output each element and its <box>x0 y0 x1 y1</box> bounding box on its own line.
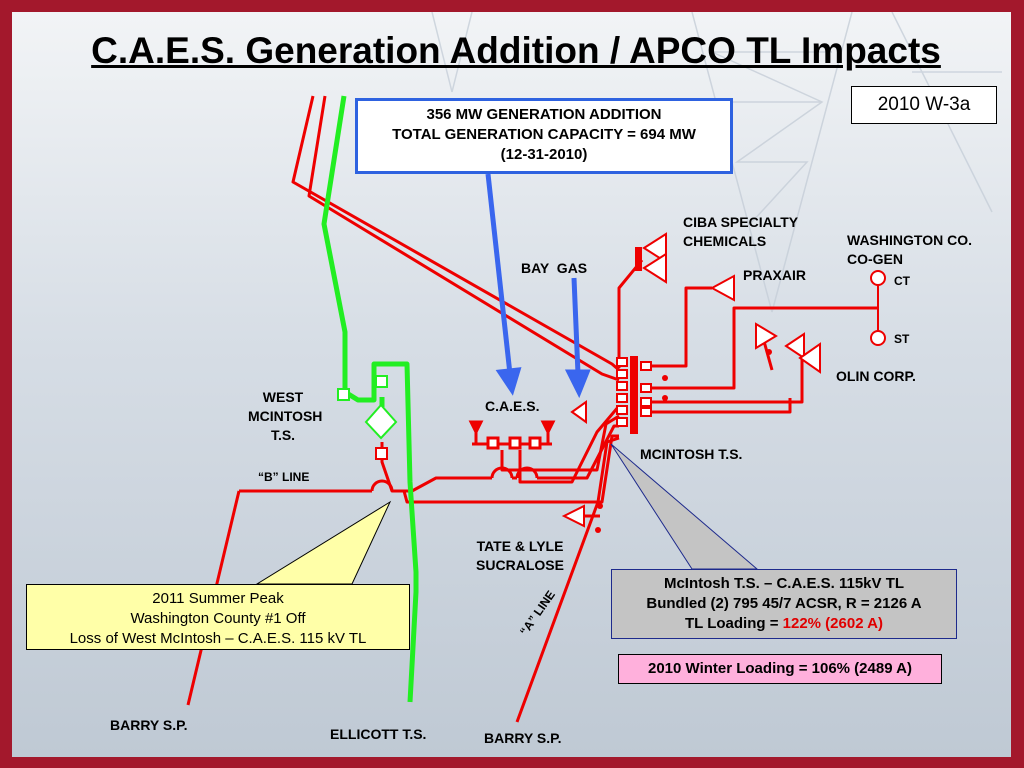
label-tate: TATE & LYLE SUCRALOSE <box>462 537 578 575</box>
label-west-line-2: MCINTOSH <box>248 408 323 424</box>
generation-line-1: 356 MW GENERATION ADDITION <box>426 106 662 123</box>
west-mcintosh-transformer <box>364 403 398 440</box>
label-ct: CT <box>894 274 910 288</box>
ciba-load-2 <box>642 252 667 284</box>
tate-switch-1 <box>597 503 603 509</box>
winter-loading-callout: 2010 Winter Loading = 106% (2489 A) <box>618 654 942 684</box>
branch-olin-3 <box>642 398 792 414</box>
west-mcintosh-tie <box>380 434 619 504</box>
west-mcintosh-breaker-3 <box>375 447 388 460</box>
green-line-ellicott <box>321 95 419 703</box>
label-barry-bottom: BARRY S.P. <box>484 730 562 746</box>
olin-load-2 <box>784 332 805 360</box>
tl-line-3: TL Loading = 122% (2602 A) <box>612 614 956 634</box>
label-tate-line-2: SUCRALOSE <box>476 557 564 573</box>
label-praxair: PRAXAIR <box>743 267 807 283</box>
generation-line-2: TOTAL GENERATION CAPACITY = 694 MW <box>392 126 696 143</box>
caes-feeder-1 <box>500 414 620 472</box>
label-st: ST <box>894 332 910 346</box>
generation-line-3: (12-31-2010) <box>500 146 588 163</box>
contingency-pointer <box>255 500 392 585</box>
contingency-line-3: Loss of West McIntosh – C.A.E.S. 115 kV … <box>69 630 367 647</box>
ciba-feeder <box>617 259 644 368</box>
tate-load <box>561 504 585 528</box>
west-mcintosh-breaker-2 <box>375 375 388 388</box>
branch-praxair <box>642 286 712 368</box>
label-barry-left: BARRY S.P. <box>110 717 188 733</box>
b-line-hop-2 <box>490 466 514 479</box>
generation-arrow-head <box>495 367 522 396</box>
label-west-line-3: T.S. <box>270 427 296 443</box>
ciba-breaker <box>635 247 642 271</box>
slide: C.A.E.S. Generation Addition / APCO TL I… <box>12 12 1011 757</box>
mcintosh-bus <box>616 356 668 434</box>
label-west-line-1: WEST <box>262 389 304 405</box>
tl-line-2: Bundled (2) 795 45/7 ACSR, R = 2126 A <box>646 595 922 612</box>
west-mcintosh-breaker-1 <box>337 388 350 401</box>
a-line <box>515 436 620 723</box>
label-west-mcintosh: WEST MCINTOSH T.S. <box>248 388 323 445</box>
b-line-hop-3 <box>515 466 539 479</box>
scenario-badge: 2010 W-3a <box>851 86 997 124</box>
label-tate-line-1: TATE & LYLE <box>476 538 564 554</box>
label-mcintosh: MCINTOSH T.S. <box>640 446 743 462</box>
tate-switch-2 <box>595 527 601 533</box>
bay-gas-arrow-head <box>564 369 591 399</box>
label-b-line: “B” LINE <box>258 470 310 484</box>
praxair-load <box>709 274 735 302</box>
washington-st-generator <box>870 330 886 346</box>
label-ellicott: ELLICOTT T.S. <box>330 726 427 742</box>
line-top-2 <box>307 95 620 382</box>
tl-loading-prefix: TL Loading = <box>685 615 783 632</box>
label-caes: C.A.E.S. <box>485 398 540 414</box>
label-washington: WASHINGTON CO. CO-GEN <box>847 231 972 269</box>
bay-gas-load <box>570 400 587 424</box>
label-ciba: CIBA SPECIALTY CHEMICALS <box>683 213 798 251</box>
generation-callout: 356 MW GENERATION ADDITION TOTAL GENERAT… <box>355 98 733 174</box>
contingency-line-2: Washington County #1 Off <box>130 610 306 627</box>
page-title: C.A.E.S. Generation Addition / APCO TL I… <box>91 30 941 71</box>
label-ciba-line-1: CIBA SPECIALTY <box>683 214 799 230</box>
contingency-callout: 2011 Summer Peak Washington County #1 Of… <box>26 584 410 650</box>
bay-gas-arrow-shaft <box>571 277 581 375</box>
line-top-1 <box>291 95 620 372</box>
label-washington-line-1: WASHINGTON CO. <box>847 232 972 248</box>
label-bay-gas: BAY GAS <box>521 260 588 276</box>
branch-olin-2 <box>642 352 804 404</box>
tl-pointer <box>610 443 759 570</box>
olin-load-1 <box>755 322 778 350</box>
branch-olin <box>642 306 878 390</box>
generation-arrow-shaft <box>485 173 513 375</box>
label-washington-line-2: CO-GEN <box>847 251 903 267</box>
one-line-diagram <box>186 12 1002 723</box>
olin-load-3 <box>798 342 821 374</box>
b-line-2 <box>392 476 492 493</box>
label-ciba-line-2: CHEMICALS <box>683 233 767 249</box>
caes-bus <box>468 420 556 450</box>
label-olin: OLIN CORP. <box>836 368 916 384</box>
tl-loading-value: 122% (2602 A) <box>782 615 883 632</box>
washington-ct-generator <box>870 270 886 286</box>
tl-callout: McIntosh T.S. – C.A.E.S. 115kV TL Bundle… <box>611 569 957 639</box>
tl-line-1: McIntosh T.S. – C.A.E.S. 115kV TL <box>663 575 905 592</box>
olin-switch <box>766 349 772 355</box>
contingency-line-1: 2011 Summer Peak <box>152 590 284 607</box>
ciba-load-1 <box>642 232 667 264</box>
